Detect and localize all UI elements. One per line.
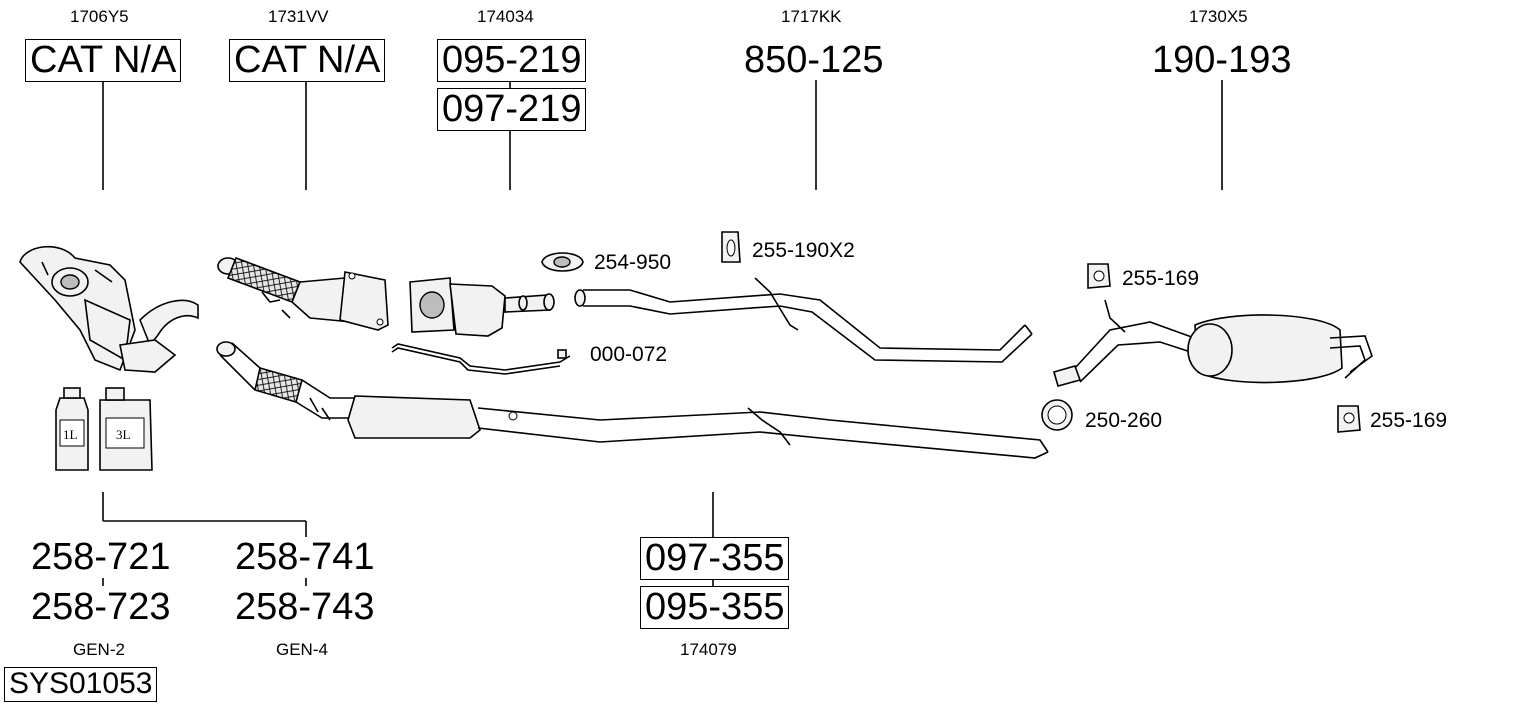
accessory-label-hanger-rear-2: 255-169	[1370, 409, 1448, 432]
rear-silencer	[1053, 299, 1373, 387]
part-number-intermediate-b: 095-355	[640, 586, 790, 629]
hanger-icon-255-169-b	[1337, 405, 1361, 433]
sensor-pipe	[391, 343, 571, 375]
hanger-icon-255-169-a	[1087, 263, 1111, 289]
accessory-label-clamp: 254-950	[594, 251, 672, 274]
leader-lines	[102, 80, 1223, 588]
part-number-additive-1b: 258-723	[31, 586, 171, 628]
ref-code-5: 1730X5	[1189, 7, 1248, 26]
part-number-additive-1a: 258-721	[31, 536, 171, 578]
part-number-cat-2: CAT N/A	[229, 39, 386, 82]
ref-code-2: 1731VV	[268, 7, 329, 26]
ref-code-1: 1706Y5	[70, 7, 129, 26]
part-number-filter-a: 095-219	[437, 39, 587, 82]
middle-pipe	[574, 277, 1033, 363]
part-number-cat-1: CAT N/A	[25, 39, 182, 82]
container-label-1l: 1L	[63, 427, 78, 442]
ref-code-intermediate: 174079	[680, 640, 737, 659]
clamp-icon-254-950	[541, 252, 584, 272]
part-number-filter-b: 097-219	[437, 88, 587, 131]
part-number-intermediate-a: 097-355	[640, 537, 790, 580]
part-number-middle-pipe: 850-125	[744, 39, 884, 81]
additive-container-1l	[55, 387, 89, 471]
system-code: SYS01053	[4, 667, 158, 702]
particulate-filter	[409, 277, 555, 337]
container-label-3l: 3L	[116, 427, 131, 442]
catalytic-converter-1	[19, 245, 199, 373]
ref-code-gen4: GEN-4	[276, 640, 328, 659]
hanger-icon-255-190x2	[721, 231, 741, 263]
intermediate-pipe	[216, 341, 1049, 459]
ref-code-4: 1717KK	[781, 7, 842, 26]
additive-container-3l	[99, 387, 153, 471]
accessory-label-hanger-rear-1: 255-169	[1122, 267, 1200, 290]
part-number-additive-2b: 258-743	[235, 586, 375, 628]
accessory-label-clamp-rear: 250-260	[1085, 409, 1163, 432]
front-pipe-flex	[217, 256, 389, 331]
accessory-label-hanger: 255-190X2	[752, 239, 855, 262]
part-number-rear-silencer: 190-193	[1152, 39, 1292, 81]
accessory-label-sensor: 000-072	[590, 343, 668, 366]
ref-code-gen2: GEN-2	[73, 640, 125, 659]
part-number-additive-2a: 258-741	[235, 536, 375, 578]
ref-code-3: 174034	[477, 7, 534, 26]
clamp-icon-250-260	[1041, 399, 1073, 431]
